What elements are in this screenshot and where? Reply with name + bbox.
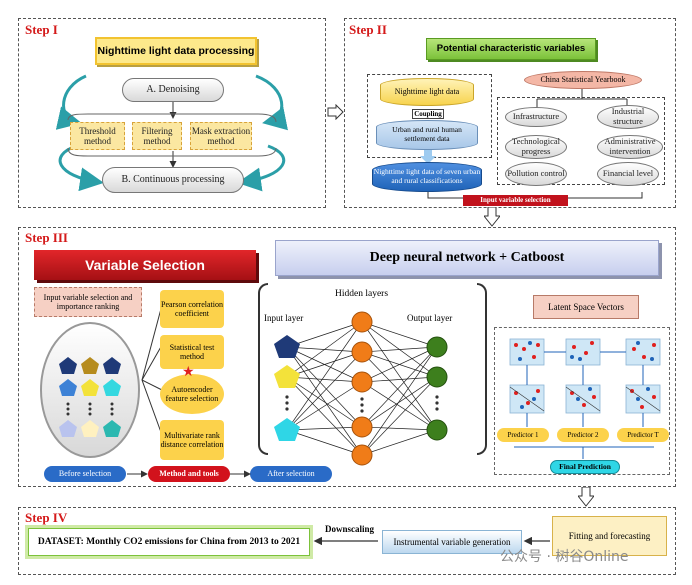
- loop-arrow-right: [255, 74, 289, 131]
- factor-pollution: Pollution control: [505, 162, 567, 186]
- before-selection-pill: Before selection: [44, 466, 126, 482]
- arrow-step3-to-step4: [578, 487, 594, 507]
- downscaling-label: Downscaling: [325, 524, 375, 534]
- tree-dots-red: [514, 341, 656, 409]
- method-multivariate: Multivariate rank distance correlation: [160, 420, 224, 460]
- ntl-cylinder: Nighttime light data: [380, 78, 474, 106]
- after-selection-pill: After selection: [250, 466, 332, 482]
- nn-bracket-left: [258, 283, 268, 455]
- fitting-box: Fitting and forecasting: [552, 516, 667, 556]
- step1-title-box: Nighttime light data processing: [95, 37, 257, 65]
- factor-technological: Technological progress: [505, 135, 567, 159]
- selection-branch-lines: [141, 304, 163, 436]
- dnn-catboost-header: Deep neural network + Catboost: [275, 240, 659, 276]
- urban-rural-cylinder: Urban and rural human settlement data: [376, 120, 478, 150]
- factor-infrastructure: Infrastructure: [505, 107, 567, 127]
- hidden-layers-label: Hidden layers: [335, 289, 389, 299]
- method-pearson: Pearson correlation coefficient: [160, 290, 224, 328]
- downscaling-arrow: [313, 536, 378, 546]
- step1-arrows: [55, 74, 289, 192]
- coupling-label: Coupling: [412, 109, 444, 119]
- ntl-seven-classes: Nighttime light data of seven urban and …: [372, 162, 482, 192]
- dataset-box: DATASET: Monthly CO2 emissions for China…: [28, 528, 310, 556]
- continuous-processing-box: B. Continuous processing: [102, 167, 244, 193]
- output-nodes: [426, 336, 448, 441]
- arrow-step1-to-step2: [327, 104, 344, 120]
- tree-panels: [509, 338, 661, 414]
- step2-label: Step II: [349, 22, 387, 37]
- step2-title-box: Potential characteristic variables: [426, 38, 596, 60]
- final-prediction: Final Prediction: [550, 460, 620, 474]
- pill-arrows: [127, 470, 251, 478]
- factor-financial: Financial level: [597, 162, 659, 186]
- step2-right-dashed: [497, 97, 665, 185]
- mask-extraction-method: Mask extraction method: [190, 122, 252, 150]
- catboost-dashed-area: [494, 327, 670, 475]
- step4-label: Step IV: [25, 510, 68, 525]
- hidden-nodes: [351, 311, 373, 466]
- predictor-1: Predictor 1: [497, 428, 549, 442]
- instrumental-box: Instrumental variable generation: [382, 530, 522, 554]
- input-node-navy: [274, 335, 300, 358]
- fitting-arrow: [523, 536, 550, 546]
- pentagon-row-3: [59, 420, 121, 437]
- method-statistical-test: Statistical test method: [160, 335, 224, 369]
- predictor-2: Predictor 2: [557, 428, 609, 442]
- filtering-method: Filtering method: [132, 122, 182, 150]
- catboost-trees: [509, 338, 661, 459]
- input-variable-selection-bar: Input variable selection: [463, 195, 568, 206]
- factor-administrative: Administrative intervention: [597, 135, 663, 159]
- pentagon-row-1: [59, 357, 121, 374]
- input-node-yellow: [274, 365, 300, 388]
- arrow-step2-to-step3: [484, 207, 500, 227]
- loop-arrow-left-lower: [58, 144, 104, 192]
- threshold-method: Threshold method: [70, 122, 125, 150]
- tree-dots-blue: [518, 341, 654, 409]
- watermark: 公众号 · 树谷Online: [500, 549, 629, 565]
- input-layer-label: Input layer: [264, 313, 304, 323]
- down-arrow-small: [420, 150, 436, 164]
- method-tools-pill: Method and tools: [148, 466, 230, 482]
- step1-label: Step I: [25, 22, 58, 37]
- output-layer-label: Output layer: [407, 313, 453, 323]
- factor-industrial: Industrial structure: [597, 105, 659, 129]
- predictor-t: Predictor T: [617, 428, 669, 442]
- loop-arrow-left: [55, 74, 87, 130]
- loop-arrow-right-lower: [237, 144, 286, 192]
- input-node-cyan: [274, 418, 300, 441]
- step3-label: Step III: [25, 230, 68, 245]
- input-ranking-box: Input variable selection and importance …: [34, 287, 142, 317]
- csy-ellipse: China Statistical Yearbook: [524, 71, 642, 89]
- denoising-box: A. Denoising: [122, 78, 224, 102]
- variable-selection-header: Variable Selection: [34, 250, 256, 280]
- neural-network-graph: [274, 311, 448, 466]
- pentagon-row-2: [59, 379, 121, 396]
- star-icon: ★: [182, 365, 195, 380]
- method-autoencoder: Autoencoder feature selection: [160, 374, 224, 414]
- latent-space-box: Latent Space Vectors: [533, 295, 639, 319]
- variable-pentagons: [59, 357, 121, 437]
